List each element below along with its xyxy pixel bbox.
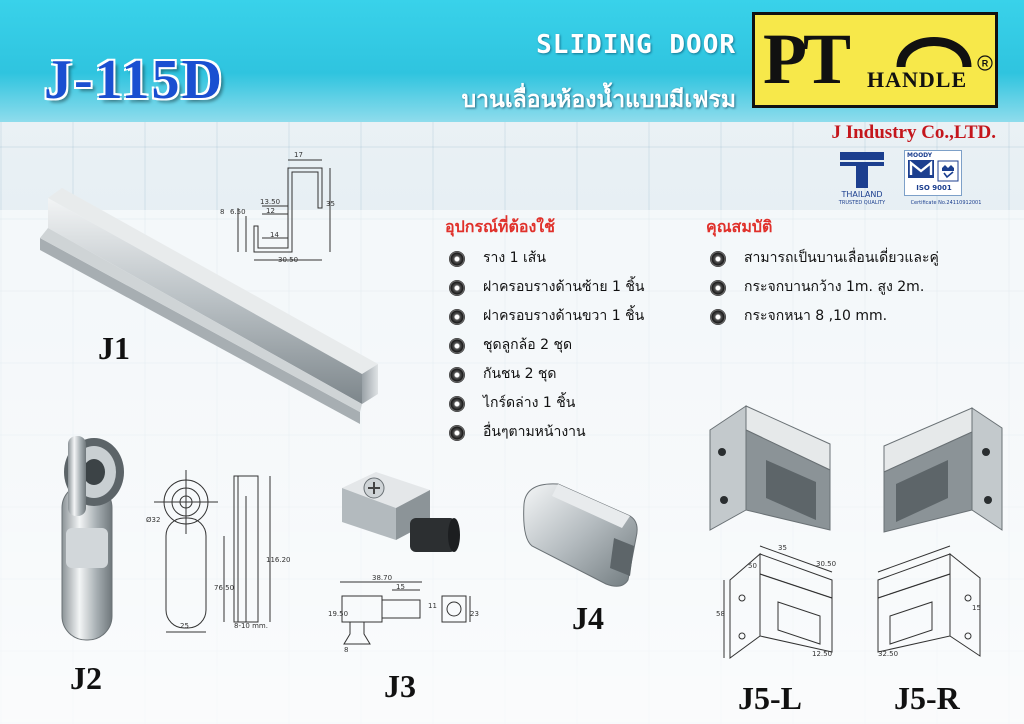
bullet-icon [710, 251, 726, 267]
j3-dim-15: 15 [396, 583, 405, 591]
moody-iso-badge: MOODY ISO 9001 [904, 150, 962, 196]
part-label-j5-r: J5-R [894, 680, 960, 716]
brand-logo: PT R HANDLE [752, 12, 998, 108]
product-subtitle: บานเลื่อนห้องน้ำแบบมีเฟรม [461, 87, 736, 113]
j1-dim-30-50: 30.50 [278, 256, 299, 264]
j5-dim-32-50: 32.50 [878, 650, 899, 658]
j3-dim-11: 11 [428, 602, 437, 610]
j5-right-dimension-drawing [877, 545, 981, 657]
j5-left-dimension-drawing [723, 545, 833, 659]
model-code: J-115D [44, 49, 224, 111]
bullet-icon [710, 309, 726, 325]
properties-list: สามารถเป็นบานเลื่อนเดี่ยวและคู่ กระจกบาน… [706, 246, 1006, 333]
part-label-j1: J1 [98, 330, 130, 366]
thai-cert-line1: THAILAND [841, 190, 883, 199]
bullet-icon [449, 251, 465, 267]
j2-roller-image [61, 436, 124, 641]
bullet-icon [449, 338, 465, 354]
j2-dim-glass: 8-10 mm. [234, 622, 268, 630]
equipment-item: อื่นๆตามหน้างาน [445, 420, 705, 449]
logo-handle-text: HANDLE [867, 67, 968, 92]
moody-label: MOODY [907, 152, 933, 159]
svg-text:R: R [982, 59, 989, 69]
j5-right-cap-image [883, 407, 1003, 533]
ukas-crown-icon [937, 160, 959, 182]
registered-mark-icon: R [977, 55, 993, 71]
thailand-t-icon [840, 152, 884, 188]
j5-dim-15: 15 [972, 604, 981, 612]
equipment-item: ราง 1 เส้น [445, 246, 705, 275]
j1-dimension-drawing [237, 159, 331, 261]
property-item: กระจกหนา 8 ,10 mm. [706, 304, 1006, 333]
j5-dim-58: 58 [716, 610, 725, 618]
bullet-icon [449, 309, 465, 325]
equipment-item: ฝาครอบรางด้านขวา 1 ชิ้น [445, 304, 705, 333]
j5-dim-50: 50 [748, 562, 757, 570]
handle-arc-icon [896, 37, 972, 68]
thailand-trusted-quality-logo: THAILAND TRUSTED QUALITY [830, 152, 894, 210]
equipment-item: ชุดลูกล้อ 2 ชุด [445, 333, 705, 362]
bullet-icon [449, 396, 465, 412]
j1-dim-8: 8 [220, 208, 225, 216]
j1-dim-13-50: 13.50 [260, 198, 281, 206]
j5-left-cap-image [709, 405, 831, 531]
j3-dim-38-70: 38.70 [372, 574, 393, 582]
j1-dim-12: 12 [266, 207, 275, 215]
bullet-icon [449, 280, 465, 296]
property-item: กระจกบานกว้าง 1m. สูง 2m. [706, 275, 1006, 304]
part-label-j3: J3 [384, 668, 416, 704]
j5-dim-35: 35 [778, 544, 787, 552]
part-label-j2: J2 [70, 660, 102, 696]
equipment-item: กันชน 2 ชุด [445, 362, 705, 391]
j2-dim-diameter: Ø32 [146, 516, 161, 524]
part-label-j4: J4 [572, 600, 604, 636]
product-title: SLIDING DOOR [536, 30, 736, 60]
j2-dim-25: 25 [180, 622, 189, 630]
j1-dim-6-50: 6.50 [230, 208, 246, 216]
j3-dimension-drawing [340, 581, 471, 645]
j2-dim-116-20: 116.20 [266, 556, 291, 564]
equipment-item: ไกร์ดล่าง 1 ชิ้น [445, 391, 705, 420]
bullet-icon [710, 280, 726, 296]
thai-cert-line2: TRUSTED QUALITY [838, 200, 886, 206]
j1-dim-17: 17 [294, 151, 303, 159]
j1-dim-35: 35 [326, 200, 335, 208]
equipment-heading: อุปกรณ์ที่ต้องใช้ [445, 217, 555, 236]
j1-rail-image [40, 188, 378, 424]
equipment-item: ฝาครอบรางด้านซ้าย 1 ชิ้น [445, 275, 705, 304]
part-label-j5-l: J5-L [738, 680, 802, 716]
j2-dimension-drawing [154, 470, 271, 633]
company-name: J Industry Co.,LTD. [831, 122, 996, 143]
property-item: สามารถเป็นบานเลื่อนเดี่ยวและคู่ [706, 246, 1006, 275]
j3-dim-19-50: 19.50 [328, 610, 349, 618]
j5-dim-30-50: 30.50 [816, 560, 837, 568]
bullet-icon [449, 367, 465, 383]
j3-dim-23: 23 [470, 610, 479, 618]
j1-dim-14: 14 [270, 231, 279, 239]
equipment-list: ราง 1 เส้น ฝาครอบรางด้านซ้าย 1 ชิ้น ฝาคร… [445, 246, 705, 449]
logo-pt-text: PT [763, 19, 851, 99]
certificate-number: Certificate No.24110912001 [910, 200, 982, 206]
j3-dim-8: 8 [344, 646, 349, 654]
j5-dim-12-50: 12.50 [812, 650, 833, 658]
j2-dim-76-50: 76.50 [214, 584, 235, 592]
j4-guide-image [523, 483, 638, 587]
j3-bumper-image [342, 472, 460, 552]
bullet-icon [449, 425, 465, 441]
iso-label: ISO 9001 [916, 184, 952, 192]
moody-m-icon [908, 160, 934, 178]
properties-heading: คุณสมบัติ [706, 217, 773, 236]
